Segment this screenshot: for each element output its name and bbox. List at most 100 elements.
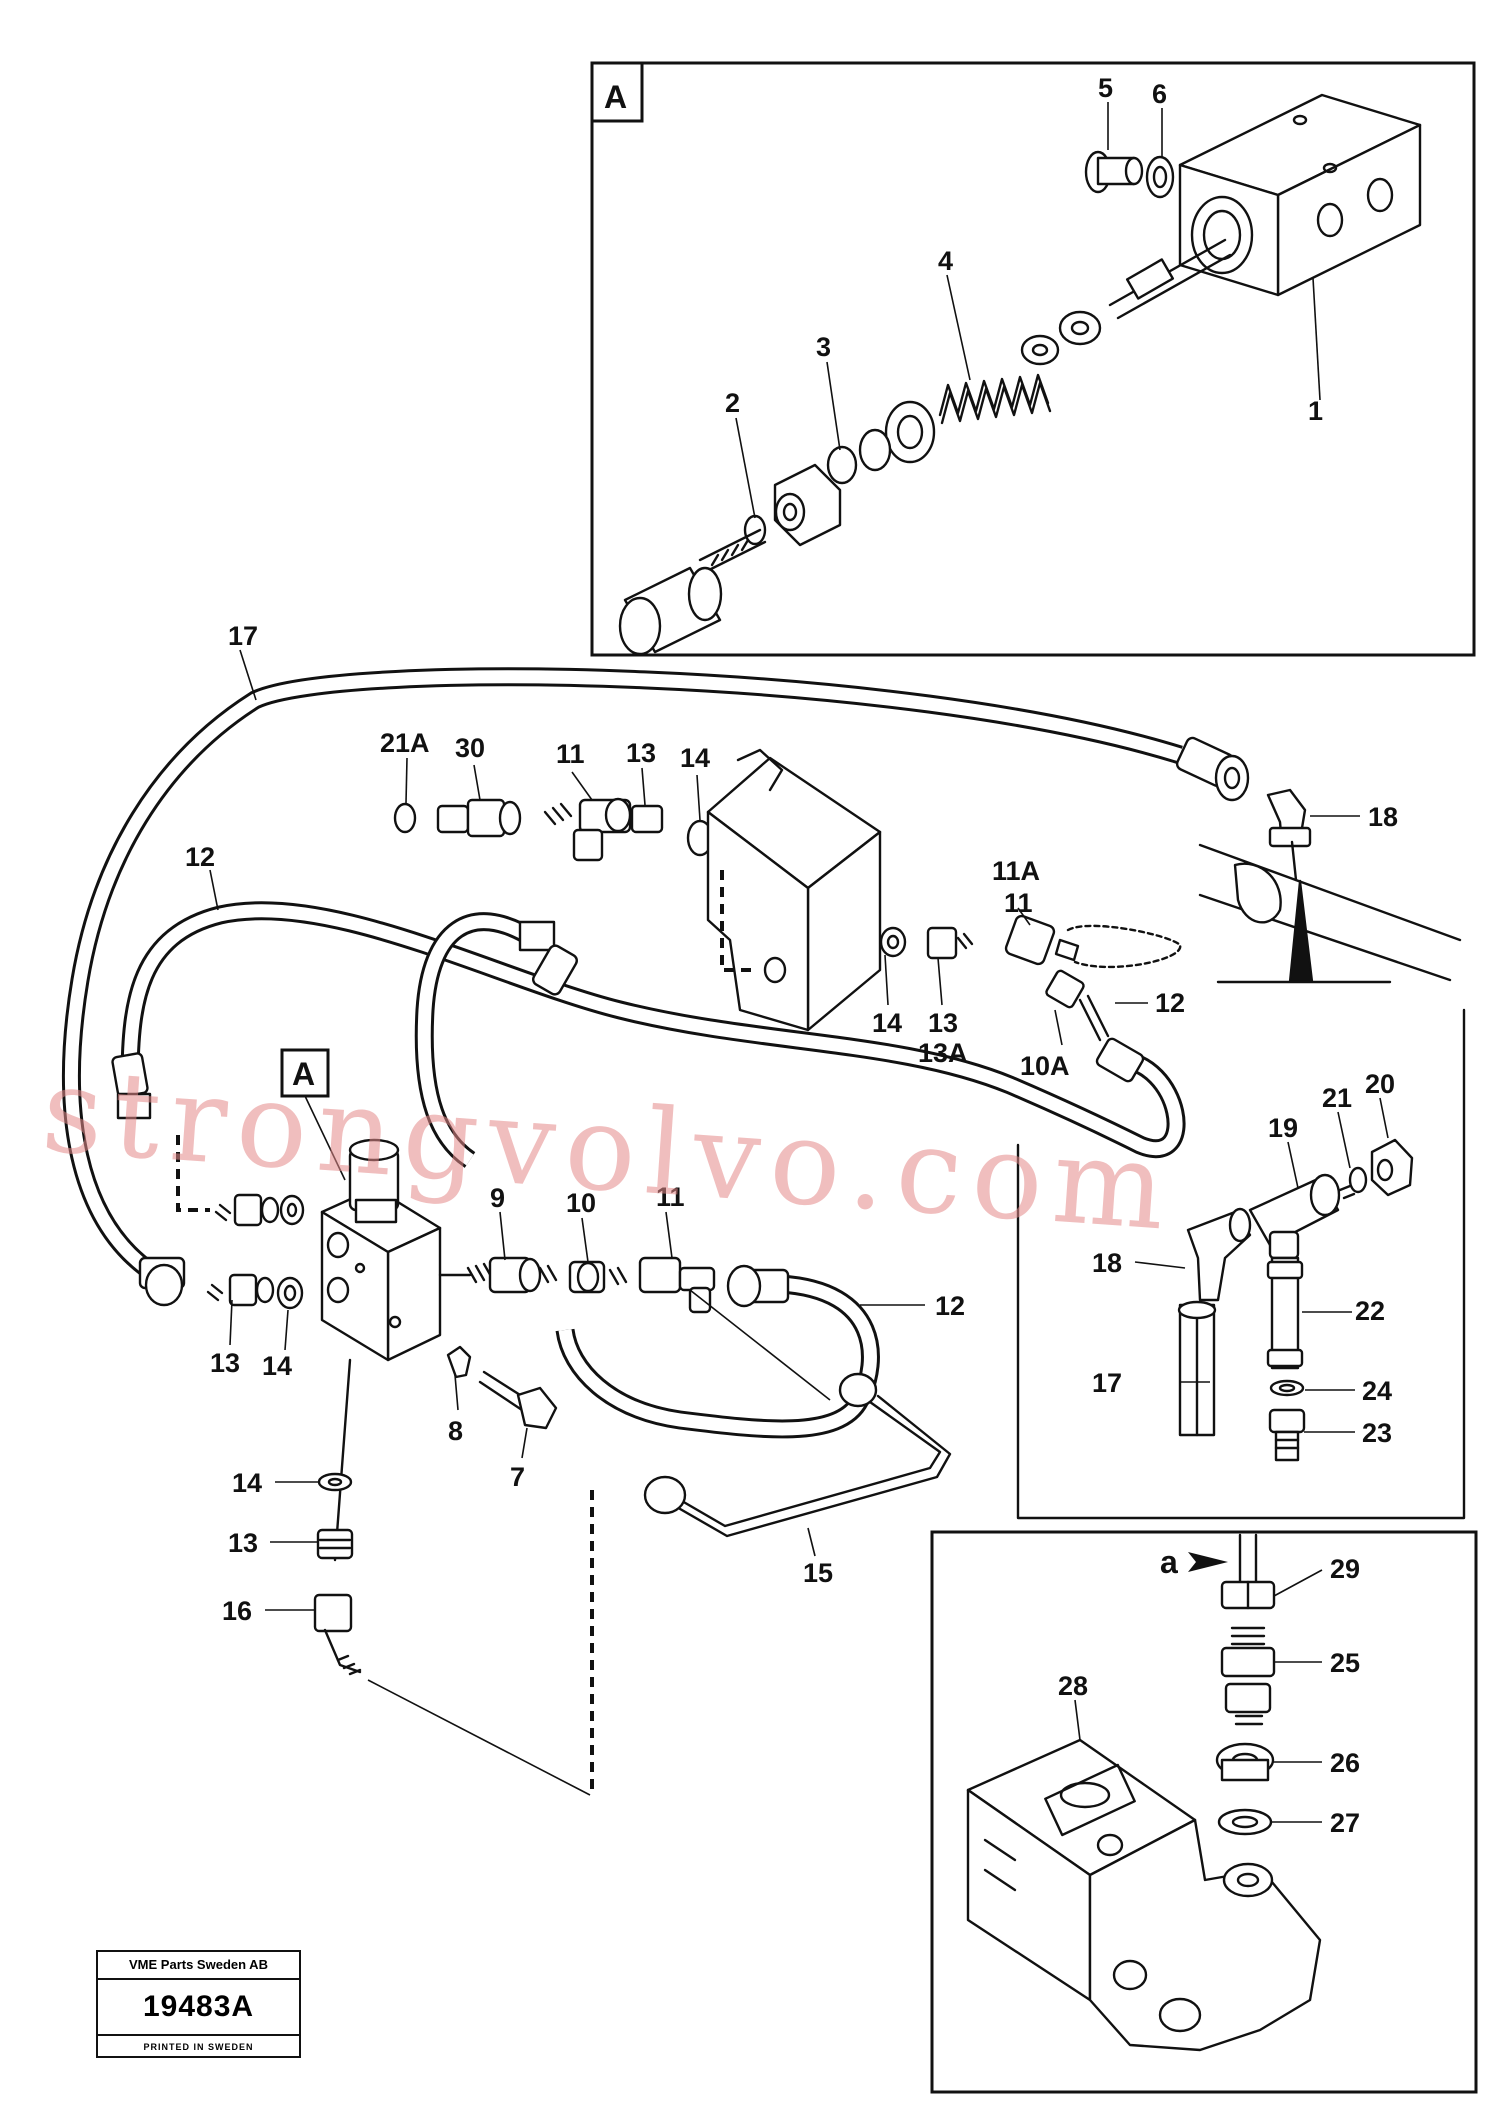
callout-12-right: 12 (1155, 988, 1185, 1018)
callout-23: 23 (1362, 1418, 1392, 1448)
washer-27 (1217, 1808, 1273, 1836)
callout-17-right: 17 (1092, 1368, 1122, 1398)
valve-body (1178, 93, 1422, 297)
detail-right-frame (1016, 1008, 1466, 1520)
callout-13-lower: 13 (228, 1528, 258, 1558)
callout-28: 28 (1058, 1671, 1088, 1701)
callout-16: 16 (222, 1596, 252, 1626)
callout-10a: 10A (1020, 1051, 1070, 1081)
callout-11-right: 11 (1004, 888, 1033, 918)
hose-17 (62, 667, 1183, 1291)
cap-nut (773, 463, 842, 547)
plate-company: VME Parts Sweden AB (98, 1952, 299, 1980)
callout-14-top: 14 (680, 743, 710, 773)
callout-14-left: 14 (262, 1351, 292, 1381)
callout-13-mid: 13 (928, 1008, 958, 1038)
callout-4: 4 (938, 246, 953, 276)
callout-22: 22 (1355, 1296, 1385, 1326)
callout-11-top: 11 (556, 739, 585, 769)
washer-24 (1269, 1379, 1305, 1397)
callout-18-right: 18 (1092, 1248, 1122, 1278)
valve-cap (348, 1138, 400, 1224)
pump-28 (966, 1738, 1322, 2052)
detail-a-frame: A (590, 61, 1476, 657)
callout-8: 8 (448, 1416, 463, 1446)
pipe-15 (661, 1394, 952, 1538)
plate-printed: PRINTED IN SWEDEN (143, 2042, 254, 2052)
callout-17: 17 (228, 621, 258, 651)
callout-10: 10 (566, 1188, 596, 1218)
clip-8 (446, 1345, 472, 1379)
nut-26 (1215, 1742, 1275, 1782)
callout-27: 27 (1330, 1808, 1360, 1838)
callout-18-top: 18 (1368, 802, 1398, 832)
washer-21 (1348, 1166, 1368, 1194)
arrow-a-label: a (1160, 1544, 1178, 1580)
callout-9: 9 (490, 1183, 505, 1213)
callout-7: 7 (510, 1462, 525, 1492)
hose-12-lower (555, 1274, 880, 1439)
callout-6: 6 (1152, 79, 1167, 109)
washer (1145, 155, 1175, 199)
drawing-plate: VME Parts Sweden AB 19483A PRINTED IN SW… (96, 1950, 301, 2058)
right-fittings (879, 914, 1182, 1042)
detail-a-marker-label: A (292, 1056, 315, 1092)
elbow-18-top (1266, 788, 1312, 848)
callout-21a: 21A (380, 728, 430, 758)
callout-26: 26 (1330, 1748, 1360, 1778)
callout-1: 1 (1308, 396, 1323, 426)
knob (618, 566, 723, 656)
adapter-22 (1266, 1256, 1304, 1370)
callout-13-left: 13 (210, 1348, 240, 1378)
callout-11-mid: 11 (656, 1182, 685, 1212)
callout-19: 19 (1268, 1113, 1298, 1143)
callout-29: 29 (1330, 1554, 1360, 1584)
callout-13a: 13A (918, 1038, 968, 1068)
spring-seat (858, 400, 936, 472)
left-fittings (206, 1193, 305, 1310)
watermark: strongvolvo.com (38, 1040, 1179, 1257)
nipple-23 (1268, 1408, 1306, 1462)
callout-12-lower: 12 (935, 1291, 965, 1321)
callout-14-lower: 14 (232, 1468, 262, 1498)
detail-bottom-frame (930, 1530, 1478, 2094)
callout-3: 3 (816, 332, 831, 362)
arrow-a: a (1160, 1533, 1258, 1587)
top-fittings-row (393, 797, 714, 862)
spool (1108, 238, 1232, 320)
tee-19 (1248, 1173, 1356, 1260)
screw-7 (478, 1370, 558, 1430)
spool-washer (1020, 310, 1102, 366)
plate-number: 19483A (98, 1980, 299, 2036)
detail-a-label: A (604, 79, 627, 115)
hose-12 (120, 901, 1186, 1159)
lower-fittings (313, 1472, 362, 1676)
callout-14-mid: 14 (872, 1008, 902, 1038)
hose-feed (414, 912, 537, 1168)
callout-25: 25 (1330, 1648, 1360, 1678)
callout-20: 20 (1365, 1069, 1395, 1099)
hose-end-fittings (111, 736, 1250, 1515)
callout-12-left: 12 (185, 842, 215, 872)
o-ring (826, 445, 858, 485)
hose-17-end (1177, 1300, 1217, 1437)
callout-5: 5 (1098, 73, 1113, 103)
callout-11a: 11A (992, 856, 1040, 886)
callout-15: 15 (803, 1558, 833, 1588)
plug (1084, 150, 1144, 194)
adjusting-screw (698, 528, 767, 574)
nut-20 (1370, 1138, 1414, 1197)
adapter-25 (1220, 1626, 1276, 1726)
detail-a-marker: A (280, 1048, 346, 1181)
spring (938, 373, 1052, 425)
callout-13-top: 13 (626, 738, 656, 768)
valve-box (706, 748, 882, 1032)
frame-section (1198, 840, 1462, 984)
callout-21: 21 (1322, 1083, 1352, 1113)
callout-24: 24 (1362, 1376, 1392, 1406)
nut-29 (1220, 1580, 1276, 1610)
middle-fittings (438, 1256, 716, 1314)
elbow-18 (1186, 1207, 1252, 1302)
callout-2: 2 (725, 388, 740, 418)
